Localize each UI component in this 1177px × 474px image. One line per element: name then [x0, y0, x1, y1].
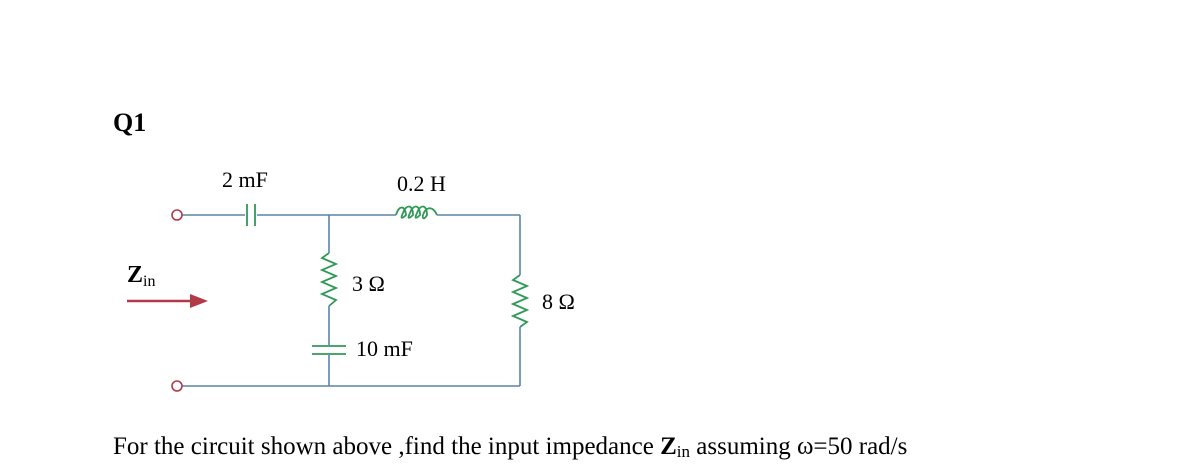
- zin-arrow-head: [190, 294, 208, 308]
- label-2mF: 2 mF: [222, 167, 268, 192]
- resistor-8ohm: [510, 274, 530, 328]
- capacitor-2mF: [246, 204, 256, 226]
- question-text: For the circuit shown above ,find the in…: [113, 433, 908, 461]
- terminal-top: [171, 209, 183, 221]
- question-label: Q1: [113, 108, 147, 137]
- label-10mF: 10 mF: [356, 336, 413, 361]
- inductor-0.2H: [395, 205, 438, 220]
- zin-label: Zin: [127, 262, 155, 290]
- label-3ohm: 3 Ω: [352, 271, 385, 296]
- terminal-bottom: [171, 380, 183, 392]
- resistor-3ohm: [319, 252, 339, 307]
- label-8ohm: 8 Ω: [542, 289, 575, 314]
- label-0.2H: 0.2 H: [397, 171, 446, 196]
- capacitor-10mF: [312, 345, 346, 355]
